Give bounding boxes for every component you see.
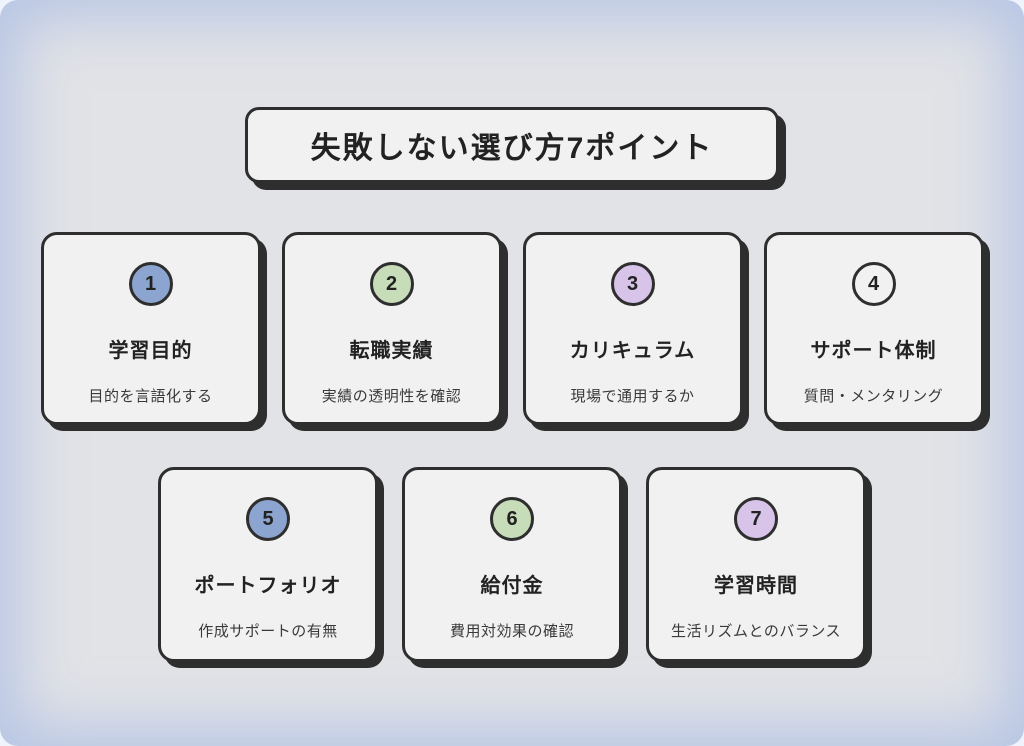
card-subtitle: 作成サポートの有無	[198, 623, 338, 640]
title-banner: 失敗しない選び方7ポイント	[245, 107, 779, 183]
card-title: 学習目的	[108, 340, 193, 362]
number-badge-5: 5	[246, 497, 290, 541]
point-card-3: 3 カリキュラム 現場で通用するか	[522, 232, 743, 425]
point-card-7: 7 学習時間 生活リズムとのバランス	[646, 467, 866, 662]
card-subtitle: 現場で通用するか	[570, 388, 695, 405]
card-subtitle: 実績の透明性を確認	[321, 388, 462, 405]
number-badge-1: 1	[128, 262, 173, 306]
number-badge-3: 3	[610, 262, 655, 306]
point-card-4: 4 サポート体制 質問・メンタリング	[763, 232, 984, 425]
card-title: 学習時間	[714, 575, 798, 597]
card-subtitle: 質問・メンタリング	[803, 388, 944, 405]
number-badge-7: 7	[734, 497, 778, 541]
number-badge-6: 6	[490, 497, 534, 541]
card-subtitle: 費用対効果の確認	[449, 623, 574, 640]
card-title: 給付金	[480, 575, 544, 597]
card-title: 転職実績	[349, 340, 434, 362]
card-row-top: 1 学習目的 目的を言語化する 2 転職実績 実績の透明性を確認 3 カリキュラ…	[0, 232, 1024, 425]
card-title: ポートフォリオ	[194, 575, 342, 597]
card-subtitle: 目的を言語化する	[88, 388, 213, 405]
number-badge-2: 2	[369, 262, 414, 306]
card-subtitle: 生活リズムとのバランス	[670, 623, 842, 640]
page-title: 失敗しない選び方7ポイント	[310, 132, 714, 165]
card-title: カリキュラム	[569, 340, 696, 362]
point-card-6: 6 給付金 費用対効果の確認	[402, 467, 622, 662]
number-badge-4: 4	[851, 262, 896, 306]
card-row-bottom: 5 ポートフォリオ 作成サポートの有無 6 給付金 費用対効果の確認 7 学習時…	[0, 467, 1024, 662]
point-card-1: 1 学習目的 目的を言語化する	[40, 232, 261, 425]
point-card-5: 5 ポートフォリオ 作成サポートの有無	[158, 467, 378, 662]
card-title: サポート体制	[810, 340, 937, 362]
point-card-2: 2 転職実績 実績の透明性を確認	[281, 232, 502, 425]
